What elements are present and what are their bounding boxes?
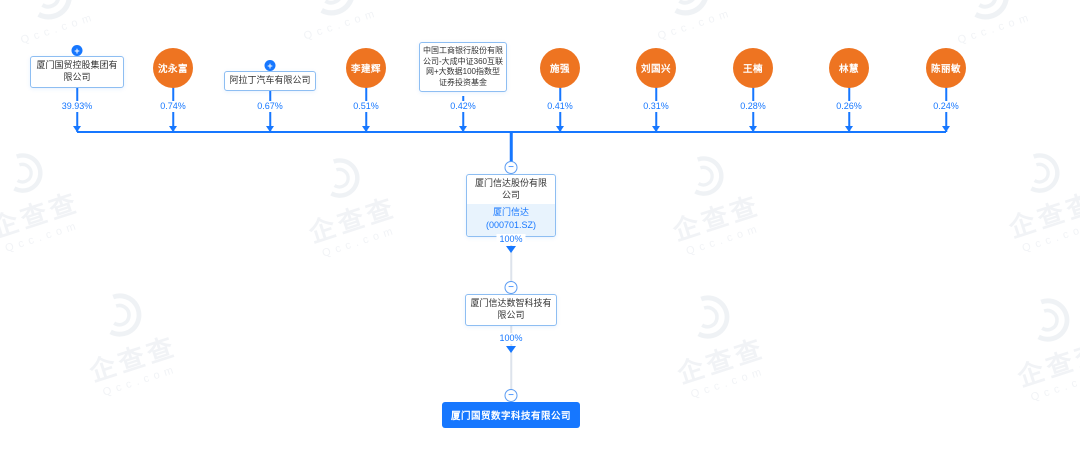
arrow-down-icon bbox=[845, 126, 853, 132]
arrow-down-icon bbox=[266, 126, 274, 132]
shareholder-name: 厦门国贸控股集团有限公司 bbox=[36, 60, 118, 82]
company-name: 厦门信达股份有限公司 bbox=[474, 178, 547, 200]
shareholder-name: 王楠 bbox=[742, 64, 763, 75]
shareholder-name: 阿拉丁汽车有限公司 bbox=[229, 75, 311, 85]
arrow-down-icon bbox=[73, 126, 81, 132]
shareholder-person-circle[interactable]: 施强 bbox=[540, 48, 580, 88]
stock-code: (000701.SZ) bbox=[485, 219, 537, 230]
ownership-percent-label: 39.93% bbox=[58, 101, 96, 112]
shareholder-person-circle[interactable]: 王楠 bbox=[733, 48, 773, 88]
qcc-watermark: Qcc.com bbox=[0, 0, 132, 58]
ownership-percent-label: 0.24% bbox=[930, 101, 962, 112]
qcc-watermark: 企查查 Qcc.com bbox=[628, 271, 801, 412]
ownership-percent-label: 100% bbox=[496, 234, 526, 245]
qcc-watermark: 企查查 Qcc.com bbox=[625, 132, 797, 269]
arrow-down-icon bbox=[556, 126, 564, 132]
target-company-box[interactable]: 厦门国贸数字科技有限公司 bbox=[441, 402, 581, 428]
collapse-icon[interactable]: − bbox=[504, 389, 518, 402]
shareholder-company-box[interactable]: 阿拉丁汽车有限公司 bbox=[224, 71, 316, 91]
ownership-percent-label: 0.41% bbox=[544, 101, 576, 112]
arrow-down-icon bbox=[749, 126, 757, 132]
arrow-down-icon bbox=[362, 126, 370, 132]
shareholder-name: 刘国兴 bbox=[640, 64, 671, 75]
arrow-down-icon bbox=[459, 126, 467, 132]
qcc-watermark: 企查查 Qcc.com bbox=[40, 269, 213, 410]
ownership-percent-label: 0.51% bbox=[350, 101, 382, 112]
collapse-icon[interactable]: − bbox=[504, 281, 518, 294]
expand-icon[interactable]: + bbox=[264, 60, 276, 71]
arrow-down-icon bbox=[506, 246, 516, 253]
company-name: 厦门信达数智科技有限公司 bbox=[470, 298, 552, 320]
ownership-percent-label: 0.26% bbox=[833, 101, 865, 112]
shareholder-company-box[interactable]: 中国工商银行股份有限公司-大成中证360互联网+大数据100指数型证券投资基金 bbox=[419, 42, 507, 93]
connector-line bbox=[509, 131, 513, 162]
connector-line bbox=[510, 229, 512, 282]
company-name: 厦门国贸数字科技有限公司 bbox=[450, 411, 572, 422]
ownership-percent-label: 0.28% bbox=[737, 101, 769, 112]
ownership-percent-label: 100% bbox=[496, 333, 526, 344]
qcc-watermark: 企查查 Qcc.com bbox=[968, 274, 1080, 415]
shareholder-person-circle[interactable]: 陈丽敏 bbox=[926, 48, 966, 88]
arrow-down-icon bbox=[652, 126, 660, 132]
stock-info: 厦门信达 (000701.SZ) bbox=[467, 204, 555, 236]
shareholder-name: 施强 bbox=[549, 64, 570, 75]
shareholder-name: 中国工商银行股份有限公司-大成中证360互联网+大数据100指数型证券投资基金 bbox=[423, 46, 504, 87]
shareholder-name: 陈丽敏 bbox=[930, 64, 961, 75]
expand-icon[interactable]: + bbox=[71, 45, 83, 56]
shareholder-person-circle[interactable]: 李建辉 bbox=[346, 48, 386, 88]
shareholder-person-circle[interactable]: 沈永富 bbox=[153, 48, 193, 88]
qcc-watermark: 企查查 Qcc.com bbox=[0, 129, 116, 266]
shareholder-person-circle[interactable]: 林慧 bbox=[829, 48, 869, 88]
arrow-down-icon bbox=[169, 126, 177, 132]
shareholder-name: 李建辉 bbox=[350, 64, 381, 75]
shareholder-name: 沈永富 bbox=[157, 64, 188, 75]
qcc-watermark: 企查查 Qcc.com bbox=[961, 129, 1080, 266]
shareholder-company-box[interactable]: 厦门国贸控股集团有限公司 bbox=[30, 56, 124, 88]
arrow-down-icon bbox=[506, 346, 516, 353]
collapse-icon[interactable]: − bbox=[504, 161, 518, 174]
ownership-percent-label: 0.42% bbox=[447, 101, 479, 112]
ownership-percent-label: 0.74% bbox=[157, 101, 189, 112]
qcc-watermark: Qcc.com bbox=[251, 0, 414, 54]
ownership-percent-label: 0.31% bbox=[640, 101, 672, 112]
shareholder-person-circle[interactable]: 刘国兴 bbox=[636, 48, 676, 88]
qcc-watermark: Qcc.com bbox=[605, 0, 768, 54]
arrow-down-icon bbox=[942, 126, 950, 132]
qcc-watermark: 企查查 Qcc.com bbox=[261, 134, 433, 271]
ownership-percent-label: 0.67% bbox=[254, 101, 286, 112]
connector-line bbox=[510, 325, 512, 389]
shareholder-name: 林慧 bbox=[838, 64, 859, 75]
stock-name-link[interactable]: 厦门信达 bbox=[492, 207, 529, 218]
listed-company-box[interactable]: 厦门信达股份有限公司 厦门信达 (000701.SZ) bbox=[466, 174, 556, 237]
connector-line bbox=[462, 96, 464, 132]
qcc-watermark: Qcc.com bbox=[905, 0, 1068, 58]
subsidiary-company-box[interactable]: 厦门信达数智科技有限公司 bbox=[465, 294, 557, 326]
